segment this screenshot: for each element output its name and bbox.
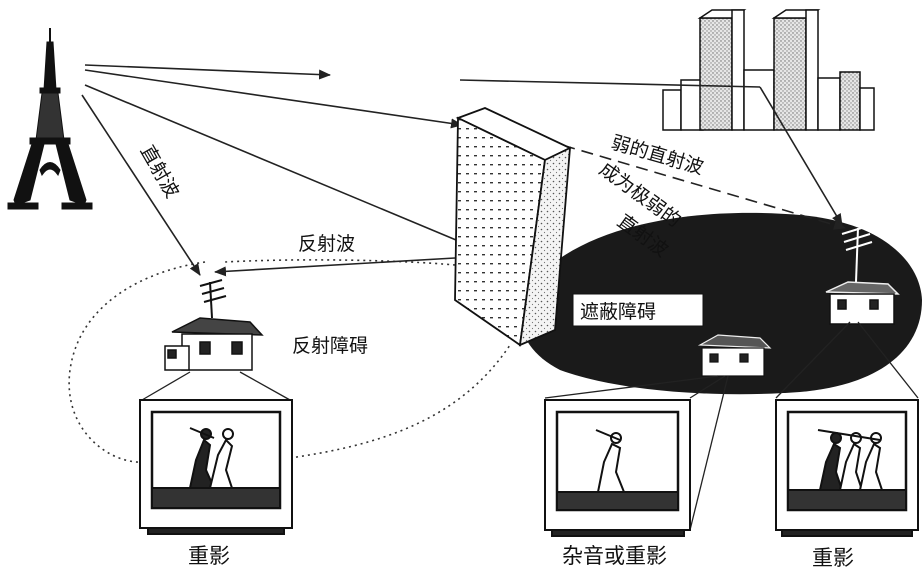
direct-wave-label: 直射波 bbox=[136, 142, 184, 202]
reflection-path-dotted bbox=[68, 259, 511, 463]
reflected-wave-label: 反射波 bbox=[298, 233, 355, 255]
shadow-obstacle-box: 遮蔽障碍 bbox=[572, 293, 704, 327]
left-tv-caption: 重影 bbox=[188, 544, 230, 568]
shadow-zone bbox=[519, 212, 922, 395]
city-buildings-icon bbox=[662, 9, 875, 131]
right-tv-caption: 重影 bbox=[812, 546, 854, 570]
house-with-antenna-icon bbox=[164, 279, 264, 371]
television-icon bbox=[775, 399, 919, 537]
television-icon bbox=[544, 399, 691, 537]
eiffel-tower-icon bbox=[7, 28, 93, 210]
middle-tv-caption: 杂音或重影 bbox=[562, 544, 667, 568]
wave-arrows bbox=[81, 64, 846, 277]
house-with-antenna-icon bbox=[825, 225, 900, 325]
television-icon bbox=[139, 399, 293, 535]
view-cones bbox=[141, 321, 919, 531]
shadow-obstacle-label: 遮蔽障碍 bbox=[580, 301, 656, 323]
house-with-antenna-icon bbox=[697, 334, 772, 377]
tall-building-icon bbox=[454, 107, 573, 347]
reflection-obstacle-label: 反射障碍 bbox=[292, 335, 368, 357]
